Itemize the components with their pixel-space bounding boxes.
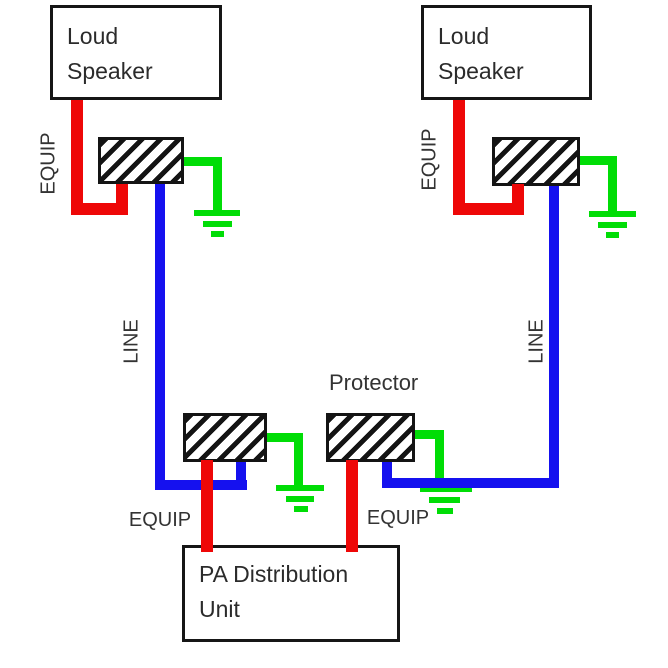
pa-unit-label-line1: PA Distribution bbox=[199, 561, 349, 587]
equip-label-bottom-right: EQUIP bbox=[366, 507, 430, 529]
ground-icon-top-right-bar2 bbox=[598, 222, 627, 228]
ground-wire-bottom-right-h bbox=[413, 430, 444, 439]
ground-icon-top-left-bar2 bbox=[203, 221, 232, 227]
equip-wire-bottom-left bbox=[201, 460, 213, 552]
line-label-right: LINE bbox=[525, 319, 548, 364]
line-wire-right-v bbox=[549, 185, 559, 488]
ground-wire-top-left-h bbox=[184, 157, 222, 166]
ground-icon-top-right-bar1 bbox=[589, 211, 636, 217]
pa-distribution-unit-box: PA Distribution Unit bbox=[182, 545, 400, 642]
protector-box-top-right bbox=[492, 137, 580, 186]
line-wire-left-stub bbox=[236, 460, 246, 490]
protector-box-top-left bbox=[98, 137, 184, 184]
line-wire-left-v bbox=[155, 183, 165, 490]
equip-wire-top-left-stub bbox=[116, 184, 128, 208]
loud-speaker-right-box: Loud Speaker bbox=[421, 5, 592, 100]
ground-wire-bottom-left-v bbox=[294, 433, 303, 488]
protector-title: Protector bbox=[329, 370, 419, 395]
ground-wire-top-left-v bbox=[213, 157, 222, 213]
protector-box-bottom-right bbox=[326, 413, 415, 462]
equip-wire-bottom-right bbox=[346, 460, 358, 552]
line-wire-right-stub bbox=[382, 460, 392, 488]
ground-wire-bottom-right-v bbox=[435, 430, 444, 488]
ground-icon-bottom-left-bar3 bbox=[294, 506, 308, 512]
loud-speaker-left-label-line2: Speaker bbox=[67, 58, 153, 84]
ground-wire-bottom-left-h bbox=[265, 433, 303, 442]
line-wire-right-h bbox=[382, 478, 559, 488]
ground-icon-top-right-bar3 bbox=[606, 232, 619, 238]
equip-wire-top-right-v bbox=[453, 100, 465, 215]
line-label-left: LINE bbox=[120, 319, 143, 364]
equip-wire-top-left-v bbox=[71, 100, 83, 215]
pa-unit-label-line2: Unit bbox=[199, 596, 240, 622]
loud-speaker-left-label-line1: Loud bbox=[67, 23, 119, 49]
ground-icon-bottom-right-bar1 bbox=[420, 486, 472, 492]
equip-wire-top-right-h bbox=[453, 203, 524, 215]
equip-label-top-left: EQUIP bbox=[37, 132, 60, 195]
ground-icon-top-left-bar3 bbox=[211, 231, 224, 237]
ground-wire-top-right-v bbox=[608, 156, 617, 213]
equip-label-top-right: EQUIP bbox=[418, 128, 441, 191]
equip-label-bottom-left: EQUIP bbox=[128, 509, 192, 531]
ground-icon-top-left-bar1 bbox=[194, 210, 240, 216]
equip-wire-top-right-stub bbox=[512, 184, 524, 208]
loud-speaker-left-box: Loud Speaker bbox=[50, 5, 222, 100]
equip-wire-top-left-h bbox=[71, 203, 128, 215]
loud-speaker-right-label-line1: Loud bbox=[438, 23, 490, 49]
ground-icon-bottom-left-bar1 bbox=[276, 485, 324, 491]
ground-wire-top-right-h bbox=[578, 156, 617, 165]
ground-icon-bottom-right-bar3 bbox=[437, 508, 453, 514]
ground-icon-bottom-right-bar2 bbox=[429, 497, 460, 503]
ground-icon-bottom-left-bar2 bbox=[286, 496, 314, 502]
loud-speaker-right-label-line2: Speaker bbox=[438, 58, 524, 84]
protector-box-bottom-left bbox=[183, 413, 267, 462]
